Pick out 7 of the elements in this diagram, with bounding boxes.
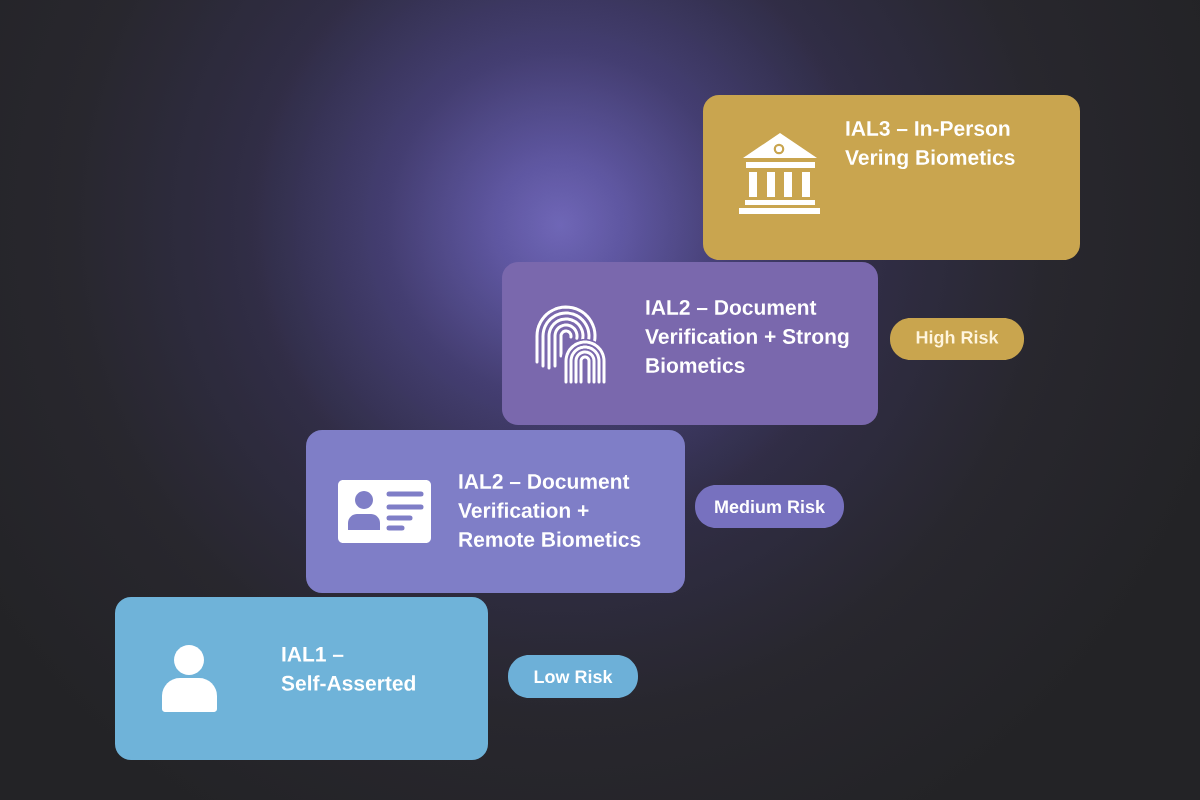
level-card: IAL2 – Document Verification + Strong Biometics bbox=[502, 262, 878, 425]
level-card: IAL2 – Document Verification + Remote Biometics bbox=[306, 430, 685, 593]
level-card: IAL1 – Self-Asserted bbox=[115, 597, 488, 760]
risk-badge: Low Risk bbox=[508, 655, 638, 698]
risk-badge: Medium Risk bbox=[695, 485, 844, 528]
level-card: IAL3 – In-Person Vering Biometics bbox=[703, 95, 1080, 260]
risk-badge: High Risk bbox=[890, 318, 1024, 360]
